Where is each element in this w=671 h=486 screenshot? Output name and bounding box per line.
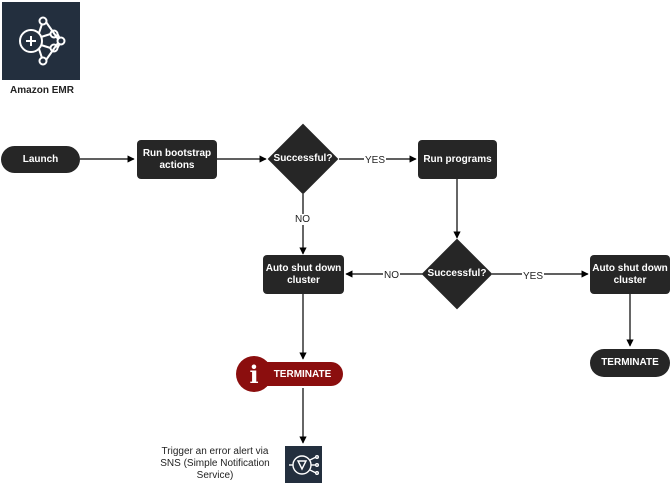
sns-glyph <box>289 454 320 476</box>
alert-icon: i <box>236 356 272 392</box>
decision1-label: Successful? <box>273 153 333 164</box>
launch-node: Launch <box>1 146 80 173</box>
bootstrap-node: Run bootstrap actions <box>137 140 217 179</box>
edge-label-yes1: YES <box>364 155 387 166</box>
terminate-ok-node: TERMINATE <box>590 349 670 377</box>
emr-graph-glyph <box>19 16 66 66</box>
shutdown-right-node: Auto shut down cluster <box>590 255 670 294</box>
amazon-emr-icon <box>2 2 80 80</box>
decision2-label: Successful? <box>427 268 487 279</box>
edge-label-yes2: YES <box>522 271 545 282</box>
programs-node: Run programs <box>418 140 497 179</box>
edge-label-no2: NO <box>383 270 400 281</box>
sns-alert-text: Trigger an error alert via SNS (Simple N… <box>160 446 270 481</box>
sns-icon <box>285 446 322 483</box>
service-name: Amazon EMR <box>10 85 74 96</box>
shutdown-left-node: Auto shut down cluster <box>263 255 344 294</box>
edge-label-no1: NO <box>294 214 311 225</box>
